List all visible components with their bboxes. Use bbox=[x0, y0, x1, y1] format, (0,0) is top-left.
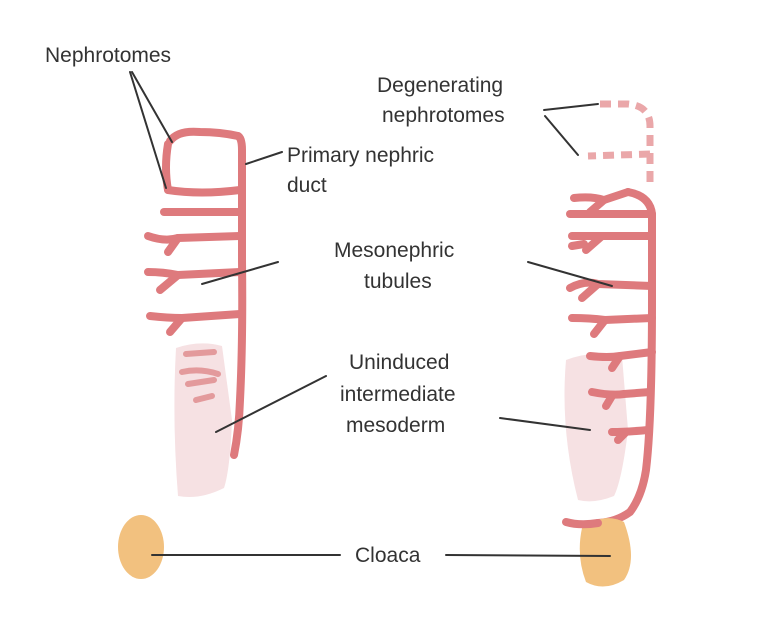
leader-mesonephric-right bbox=[527, 261, 613, 287]
leader-degenerating-lower bbox=[544, 115, 579, 156]
right-embryo bbox=[562, 100, 656, 587]
right-primary-nephric-duct bbox=[594, 188, 656, 527]
label-mesonephric-line2: tubules bbox=[364, 270, 432, 293]
label-uninduced-line2: intermediate bbox=[340, 383, 456, 406]
right-mesonephric-tubules bbox=[566, 188, 656, 444]
leader-uninduced-right bbox=[499, 417, 591, 431]
left-nephrotomes bbox=[162, 127, 244, 197]
label-uninduced-line3: mesoderm bbox=[346, 414, 445, 437]
left-mesonephric-tubules bbox=[144, 208, 244, 336]
leader-degenerating-upper bbox=[543, 103, 599, 111]
label-uninduced-line1: Uninduced bbox=[349, 351, 449, 374]
leader-nephrotomes-lower bbox=[129, 71, 167, 189]
label-cloaca: Cloaca bbox=[355, 544, 421, 567]
leader-primary-duct bbox=[245, 151, 283, 165]
left-cloaca bbox=[118, 515, 164, 579]
leader-cloaca-right bbox=[445, 554, 611, 557]
right-cloaca-stalk bbox=[562, 518, 602, 529]
label-primary-duct-line2: duct bbox=[287, 174, 327, 197]
leader-lines bbox=[129, 71, 613, 557]
leader-mesonephric-left bbox=[201, 261, 279, 285]
label-primary-duct-line1: Primary nephric bbox=[287, 144, 434, 167]
left-mesoderm-fragments bbox=[179, 349, 221, 403]
right-cloaca bbox=[579, 518, 631, 587]
label-nephrotomes: Nephrotomes bbox=[45, 44, 171, 67]
label-degenerating-line1: Degenerating bbox=[377, 74, 503, 97]
label-mesonephric-line1: Mesonephric bbox=[334, 239, 454, 262]
label-degenerating-line2: nephrotomes bbox=[382, 104, 505, 127]
leader-uninduced-left bbox=[215, 375, 327, 433]
left-primary-nephric-duct bbox=[230, 132, 247, 459]
leader-nephrotomes-upper bbox=[131, 71, 173, 143]
right-degenerating-nephrotomes bbox=[587, 100, 654, 186]
labels: Nephrotomes Degenerating nephrotomes Pri… bbox=[45, 44, 505, 567]
left-uninduced-mesoderm bbox=[174, 343, 232, 497]
left-embryo bbox=[118, 127, 247, 579]
